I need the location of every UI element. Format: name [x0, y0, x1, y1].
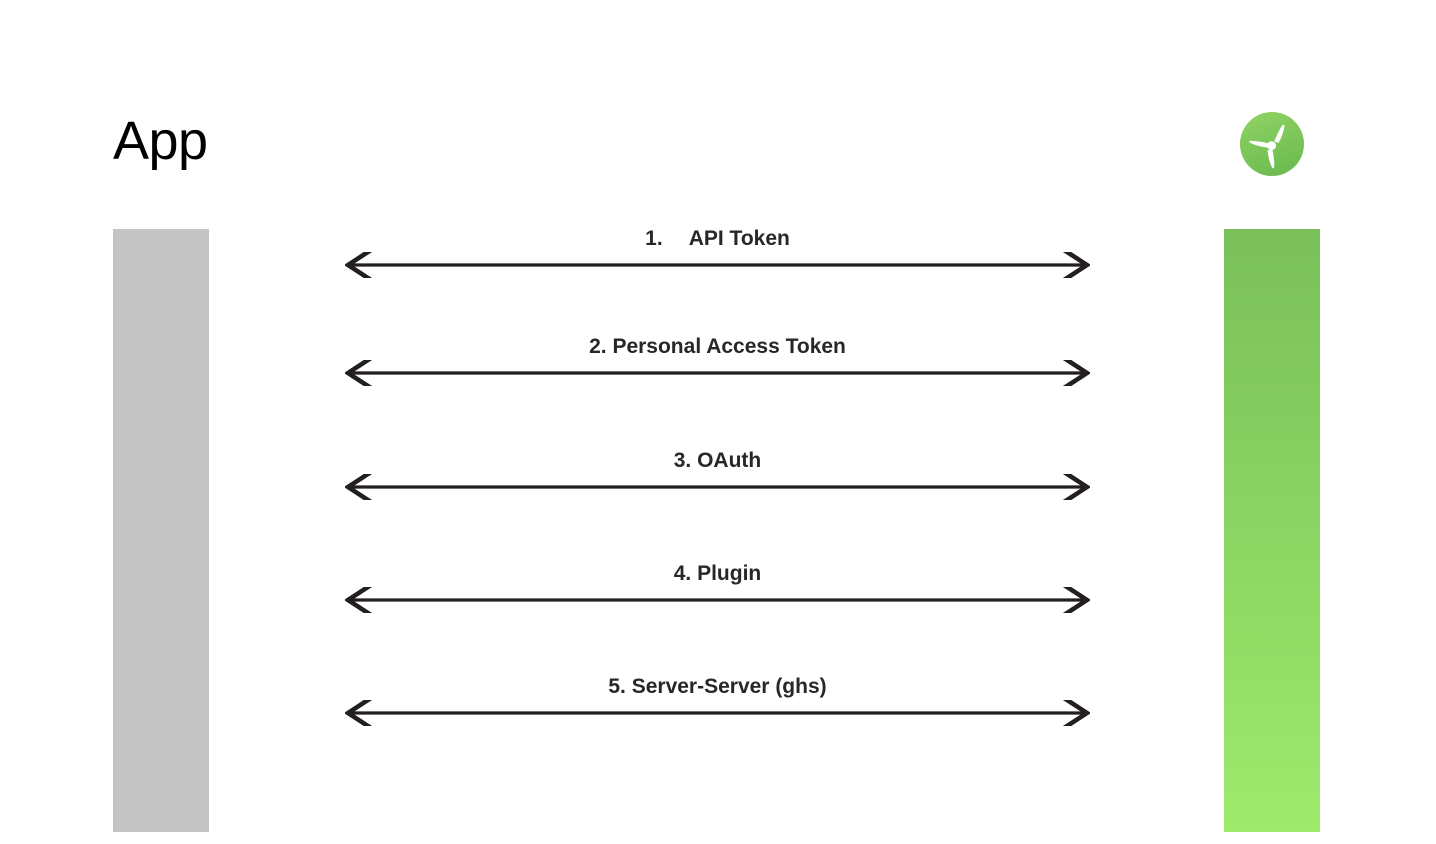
page-title: App — [113, 111, 208, 171]
service-logo — [1238, 110, 1306, 178]
message-label: 3. OAuth — [673, 448, 762, 472]
message-label: 2. Personal Access Token — [589, 334, 846, 358]
bidirectional-arrow-icon — [345, 587, 1090, 613]
bidirectional-arrow-icon — [345, 252, 1090, 278]
app-lifeline-bar — [113, 229, 209, 832]
propeller-icon — [1240, 112, 1304, 176]
bidirectional-arrow-icon — [345, 474, 1090, 500]
bidirectional-arrow-icon — [345, 700, 1090, 726]
message-label: 5. Server-Server (ghs) — [608, 674, 827, 698]
service-lifeline-bar — [1224, 229, 1320, 832]
bidirectional-arrow-icon — [345, 360, 1090, 386]
message-label: 1. API Token — [645, 226, 790, 250]
message-label: 4. Plugin — [673, 561, 762, 585]
